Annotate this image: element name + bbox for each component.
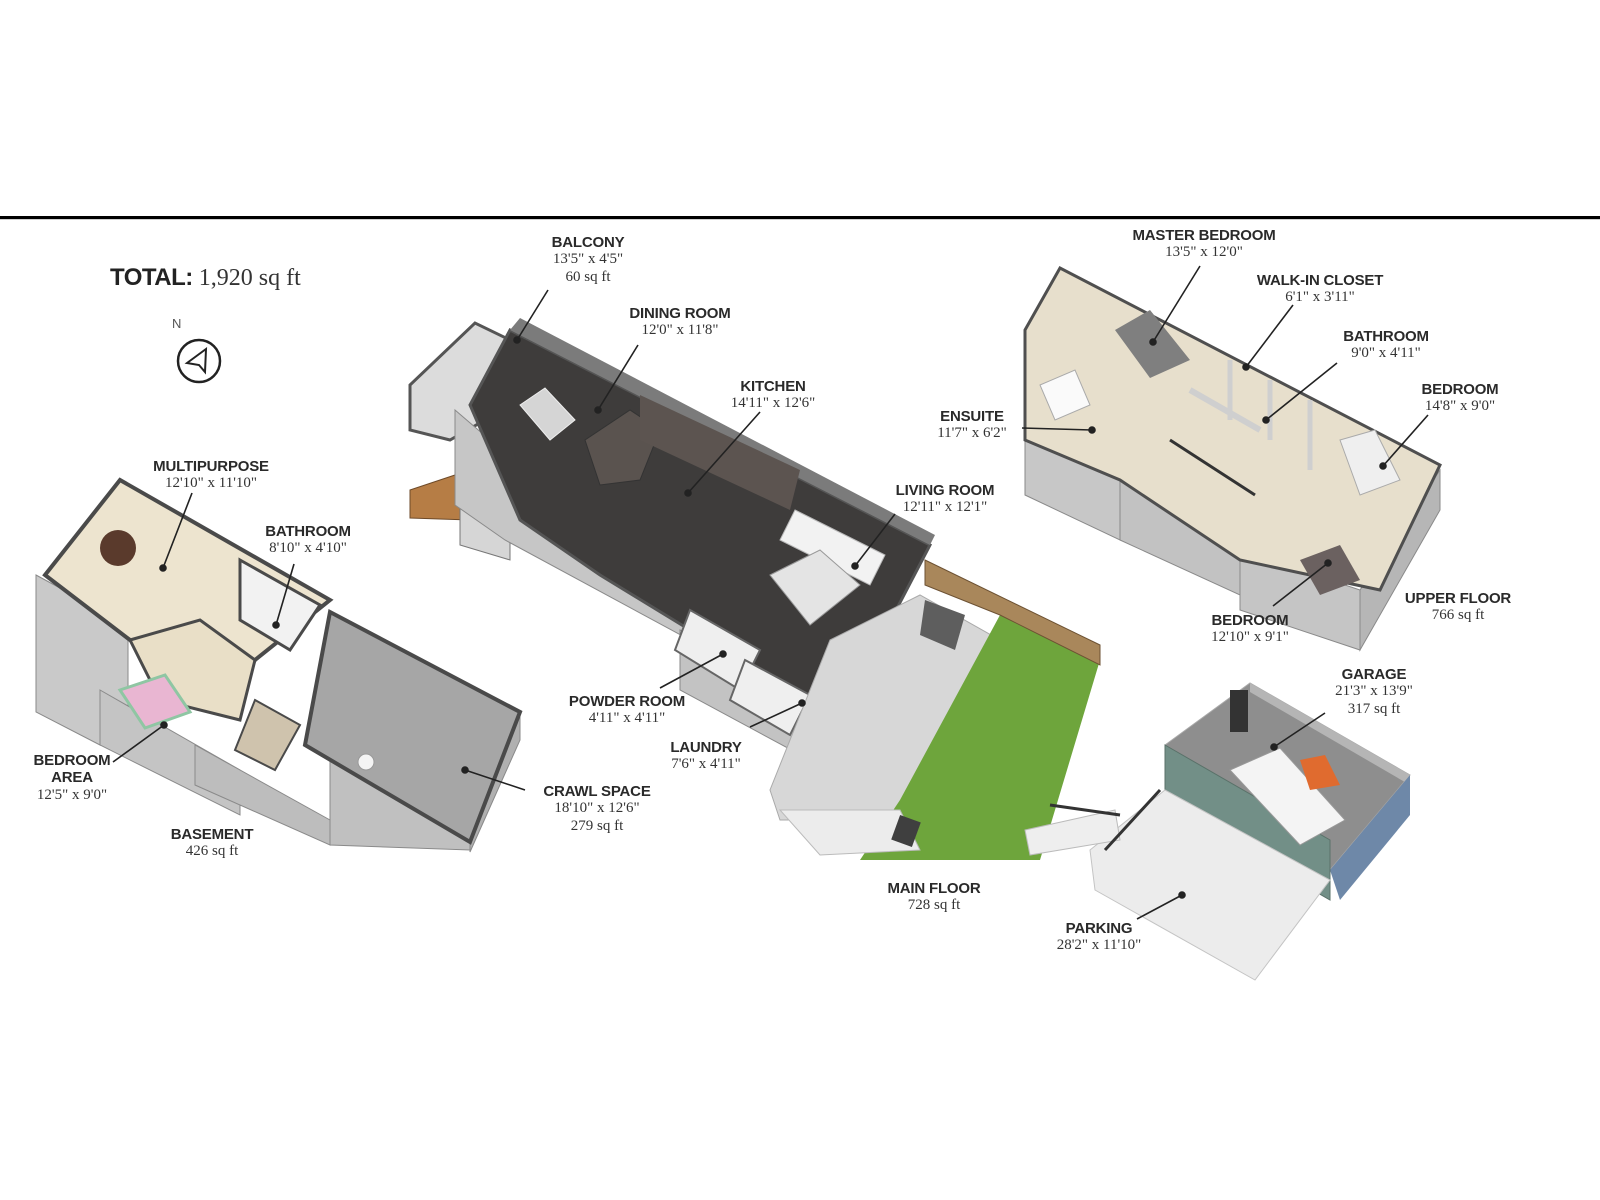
room-label-crawl-space: CRAWL SPACE 18'10" x 12'6" 279 sq ft [543,783,651,834]
room-label-upper-bedroom-1: BEDROOM 14'8" x 9'0" [1421,381,1499,415]
room-label-living-room: LIVING ROOM 12'11" x 12'1" [895,482,995,516]
room-label-upper-bedroom-2: BEDROOM 12'10" x 9'1" [1211,612,1289,646]
room-label-laundry: LAUNDRY 7'6" x 4'11" [670,739,742,773]
room-label-master-bedroom: MASTER BEDROOM 13'5" x 12'0" [1132,227,1276,261]
north-arrow-icon [176,338,222,384]
room-label-upper-bathroom: BATHROOM 9'0" x 4'11" [1343,328,1429,362]
room-label-bedroom-area: BEDROOM AREA 12'5" x 9'0" [33,752,111,803]
leader-lines [112,265,1429,920]
room-label-balcony: BALCONY 13'5" x 4'5" 60 sq ft [551,234,625,285]
north-label: N [172,316,182,331]
total-label: TOTAL: [110,264,193,291]
floor-label-basement: BASEMENT 426 sq ft [170,826,254,860]
main-floor-plan [408,318,1101,860]
room-label-powder-room: POWDER ROOM 4'11" x 4'11" [568,693,686,727]
room-label-kitchen: KITCHEN 14'11" x 12'6" [730,378,816,412]
upper-floor-plan [1023,266,1442,652]
basement-plan [35,477,523,853]
room-label-basement-bathroom: BATHROOM 8'10" x 4'10" [265,523,351,557]
garage-plan [1024,682,1411,981]
total-area: TOTAL: 1,920 sq ft [110,264,301,292]
top-divider-shadow [0,219,1600,220]
room-label-parking: PARKING 28'2" x 11'10" [1056,920,1142,954]
room-label-ensuite: ENSUITE 11'7" x 6'2" [937,408,1007,442]
room-label-garage: GARAGE 21'3" x 13'9" 317 sq ft [1335,666,1413,717]
top-divider-line [0,216,1600,219]
total-value: 1,920 sq ft [198,265,301,291]
floor-label-upper: UPPER FLOOR 766 sq ft [1404,590,1512,624]
floor-label-main: MAIN FLOOR 728 sq ft [887,880,981,914]
room-label-dining-room: DINING ROOM 12'0" x 11'8" [629,305,731,339]
room-label-multipurpose: MULTIPURPOSE 12'10" x 11'10" [153,458,269,492]
room-label-walk-in-closet: WALK-IN CLOSET 6'1" x 3'11" [1256,272,1384,306]
